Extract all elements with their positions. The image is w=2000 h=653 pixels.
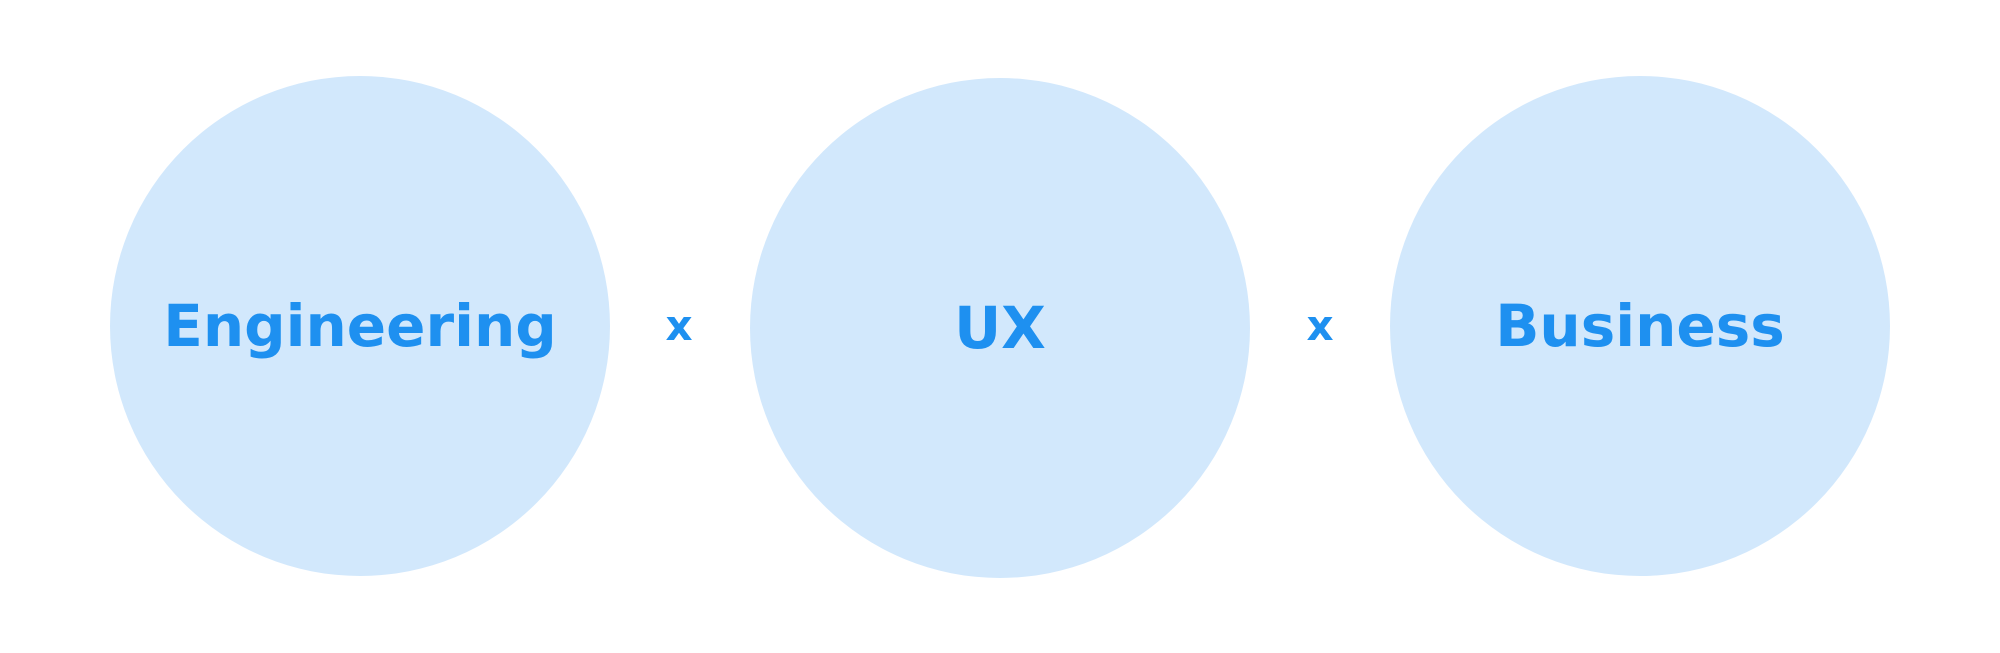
- circle-business: Business: [1390, 76, 1890, 576]
- multiply-operator: x: [665, 301, 693, 350]
- multiply-operator: x: [1306, 301, 1334, 350]
- circle-ux: UX: [750, 78, 1250, 578]
- circle-engineering: Engineering: [110, 76, 610, 576]
- label-ux: UX: [954, 294, 1046, 362]
- label-business: Business: [1495, 292, 1785, 360]
- label-engineering: Engineering: [163, 292, 557, 360]
